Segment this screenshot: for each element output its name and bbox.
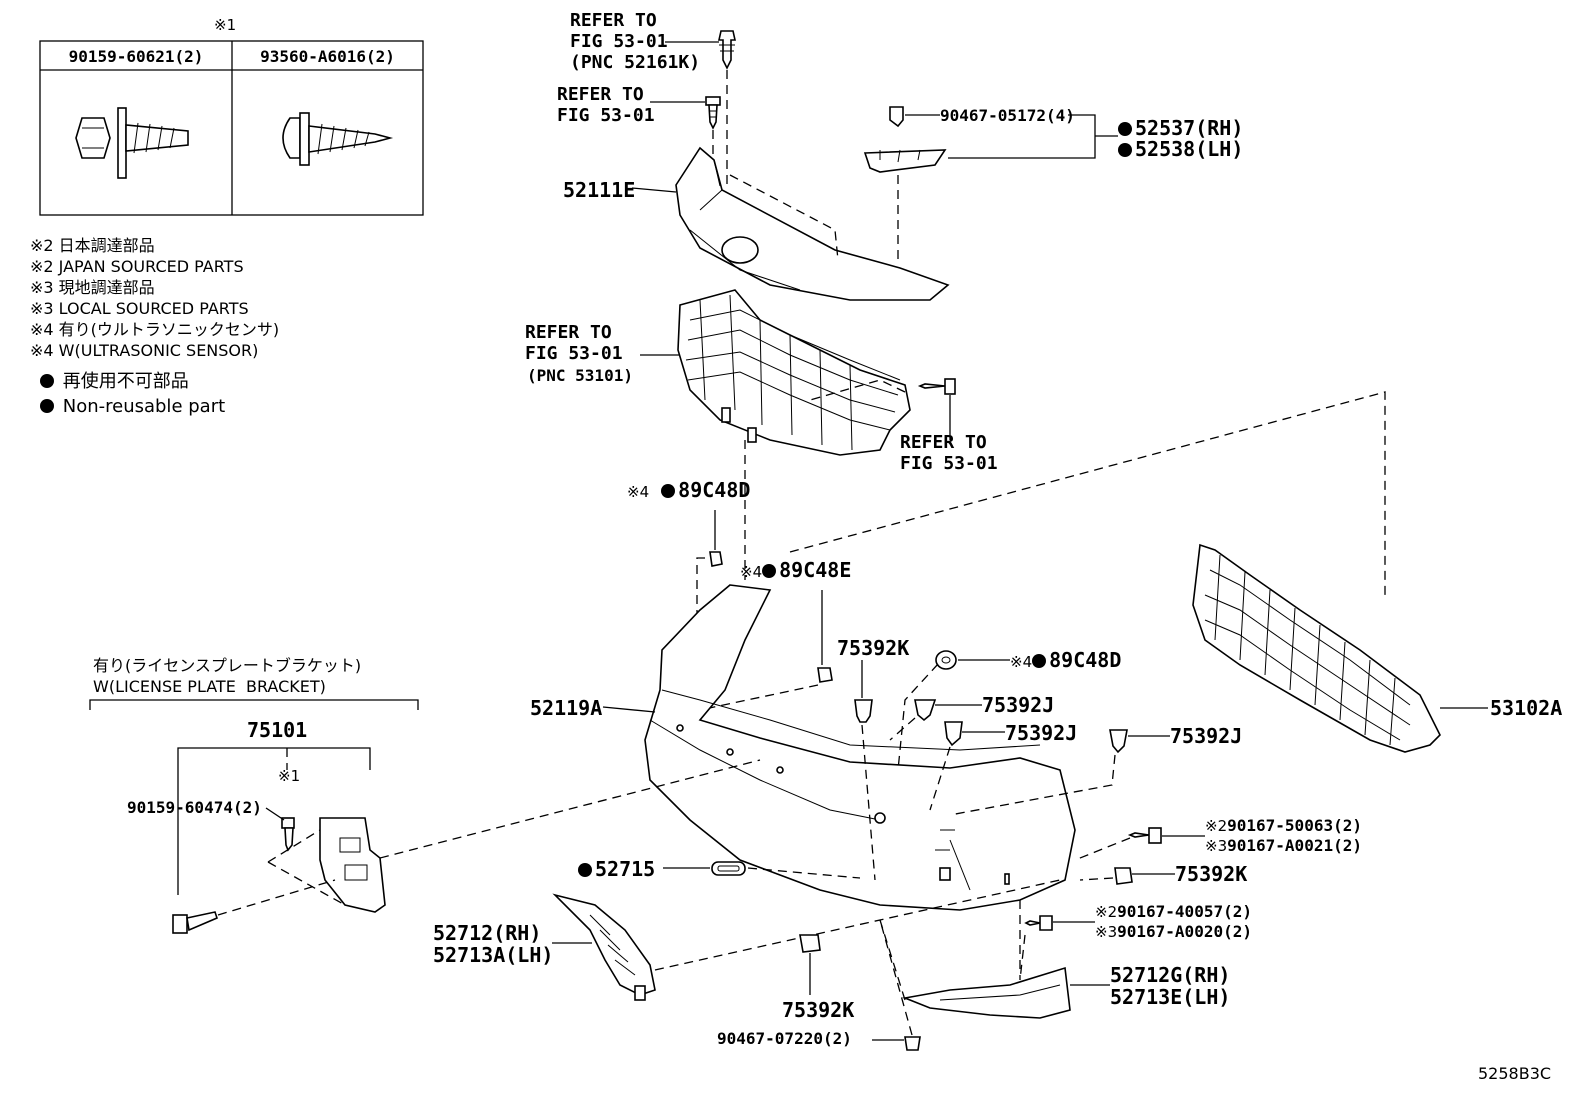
label-90167-a0020: ※390167-A0020(2) bbox=[1095, 922, 1252, 941]
refer-c-line3: (PNC 53101) bbox=[527, 366, 633, 385]
radiator-grille-53101 bbox=[677, 289, 911, 456]
label-90167-a0021: ※390167-A0021(2) bbox=[1205, 836, 1362, 855]
refer-b-line1: REFER TO bbox=[557, 84, 644, 105]
license-group-bracket bbox=[89, 699, 419, 895]
clip-75392j-c bbox=[1109, 729, 1128, 754]
nonreusable-dot-icon bbox=[578, 863, 592, 877]
nonreusable-dot-icon bbox=[40, 374, 54, 388]
nonreusable-en: Non-reusable part bbox=[40, 398, 225, 416]
label-75392j-b: 75392J bbox=[1005, 721, 1078, 745]
label-90167-50063: ※290167-50063(2) bbox=[1205, 816, 1362, 835]
label-75392j-a: 75392J bbox=[982, 693, 1055, 717]
figure-code: 5258B3C bbox=[1478, 1064, 1552, 1083]
refer-c-line1: REFER TO bbox=[525, 322, 612, 343]
label-52712g: 52712G(RH) bbox=[1110, 963, 1231, 987]
upper-grille-garnish-52111e bbox=[675, 146, 950, 301]
legend-table bbox=[39, 40, 424, 216]
bolt-90167-50063-icon bbox=[1127, 827, 1162, 844]
fog-cover-52712 bbox=[552, 893, 656, 1001]
license-en: W(LICENSE PLATE BRACKET) bbox=[93, 677, 326, 696]
nonreusable-dot-icon bbox=[762, 564, 777, 578]
clip-52161k-icon bbox=[718, 30, 736, 70]
label-90159-60474: 90159-60474(2) bbox=[127, 798, 262, 817]
label-90467-07220: 90467-07220(2) bbox=[717, 1029, 852, 1048]
note-3: ※3 現地調達部品 bbox=[30, 278, 155, 297]
label-52538: 52538(LH) bbox=[1118, 139, 1243, 159]
label-90167-40057: ※290167-40057(2) bbox=[1095, 902, 1252, 921]
license-jp: 有り(ライセンスプレートブラケット) bbox=[93, 656, 362, 675]
screw-grille-icon bbox=[917, 378, 956, 395]
clip-75392j-a bbox=[914, 699, 937, 722]
label-52537: 52537(RH) bbox=[1118, 118, 1243, 138]
nonreusable-dot-icon bbox=[1118, 122, 1132, 136]
license-plate-bracket-75101 bbox=[319, 817, 386, 913]
clip-75392k-a bbox=[854, 699, 873, 723]
screw-90159-60474-icon bbox=[281, 817, 295, 852]
screw-top-icon bbox=[705, 96, 721, 130]
note-5: ※4 有り(ウルトラソニックセンサ) bbox=[30, 320, 280, 339]
front-bumper-cover-52119a bbox=[644, 584, 1076, 911]
label-75392k-b: 75392K bbox=[1175, 862, 1248, 886]
label-52713a: 52713A(LH) bbox=[433, 943, 554, 967]
flange-bolt-icon bbox=[75, 107, 189, 179]
label-75392k-c: 75392K bbox=[782, 998, 855, 1022]
bolt-90167-40057-icon bbox=[1024, 915, 1053, 931]
refer-a-line3: (PNC 52161K) bbox=[570, 52, 701, 73]
sensor-retainer-89c48e bbox=[817, 667, 833, 683]
note-6: ※4 W(ULTRASONIC SENSOR) bbox=[30, 341, 259, 360]
table-mark: ※1 bbox=[214, 16, 237, 34]
sensor-retainer-89c48d-top bbox=[709, 551, 723, 567]
refer-d-line2: FIG 53-01 bbox=[900, 453, 998, 474]
nonreusable-dot-icon bbox=[1118, 143, 1132, 157]
clip-75392k-b bbox=[1114, 867, 1133, 885]
bolt-license-icon bbox=[172, 911, 218, 934]
refer-b-line2: FIG 53-01 bbox=[557, 105, 655, 126]
table-col2-part: 93560-A6016(2) bbox=[260, 47, 395, 66]
label-52715: 52715 bbox=[578, 859, 655, 879]
refer-a-line1: REFER TO bbox=[570, 10, 657, 31]
label-90467-05172: 90467-05172(4) bbox=[940, 106, 1075, 125]
nonreusable-dot-icon bbox=[661, 484, 676, 498]
label-89c48d-top: ※4 89C48D bbox=[627, 478, 751, 502]
note-2: ※2 JAPAN SOURCED PARTS bbox=[30, 257, 244, 276]
label-75392k-a: 75392K bbox=[837, 636, 910, 660]
refer-d-line1: REFER TO bbox=[900, 432, 987, 453]
nonreusable-dot-icon bbox=[40, 399, 54, 413]
sensor-retainer-89c48d-mid bbox=[935, 650, 957, 670]
note-4: ※3 LOCAL SOURCED PARTS bbox=[30, 299, 249, 318]
cap-52715-icon bbox=[711, 861, 746, 876]
seal-52537-icon bbox=[863, 149, 947, 173]
refer-c-line2: FIG 53-01 bbox=[525, 343, 623, 364]
label-52713e: 52713E(LH) bbox=[1110, 985, 1231, 1009]
label-75101: 75101 bbox=[247, 718, 308, 742]
table-col1-part: 90159-60621(2) bbox=[68, 47, 204, 66]
tapping-screw-icon bbox=[282, 112, 394, 166]
label-52119a: 52119A bbox=[530, 696, 603, 720]
nonreusable-jp: 再使用不可部品 bbox=[40, 373, 189, 391]
label-53102a: 53102A bbox=[1490, 696, 1563, 720]
clip-90467-05172-icon bbox=[889, 106, 904, 128]
lower-grille-53102a bbox=[1192, 543, 1441, 753]
nonreusable-dot-icon bbox=[1032, 654, 1047, 668]
label-52111e: 52111E bbox=[563, 178, 636, 202]
label-52712: 52712(RH) bbox=[433, 921, 542, 945]
license-mark: ※1 bbox=[278, 767, 301, 785]
label-75392j-c: 75392J bbox=[1170, 724, 1243, 748]
clip-90467-07220-icon bbox=[904, 1036, 921, 1051]
clip-75392k-c bbox=[799, 934, 821, 953]
lower-moulding-52712g bbox=[902, 966, 1071, 1019]
note-1: ※2 日本調達部品 bbox=[30, 236, 155, 255]
clip-75392j-b bbox=[944, 721, 963, 747]
refer-a-line2: FIG 53-01 bbox=[570, 31, 668, 52]
